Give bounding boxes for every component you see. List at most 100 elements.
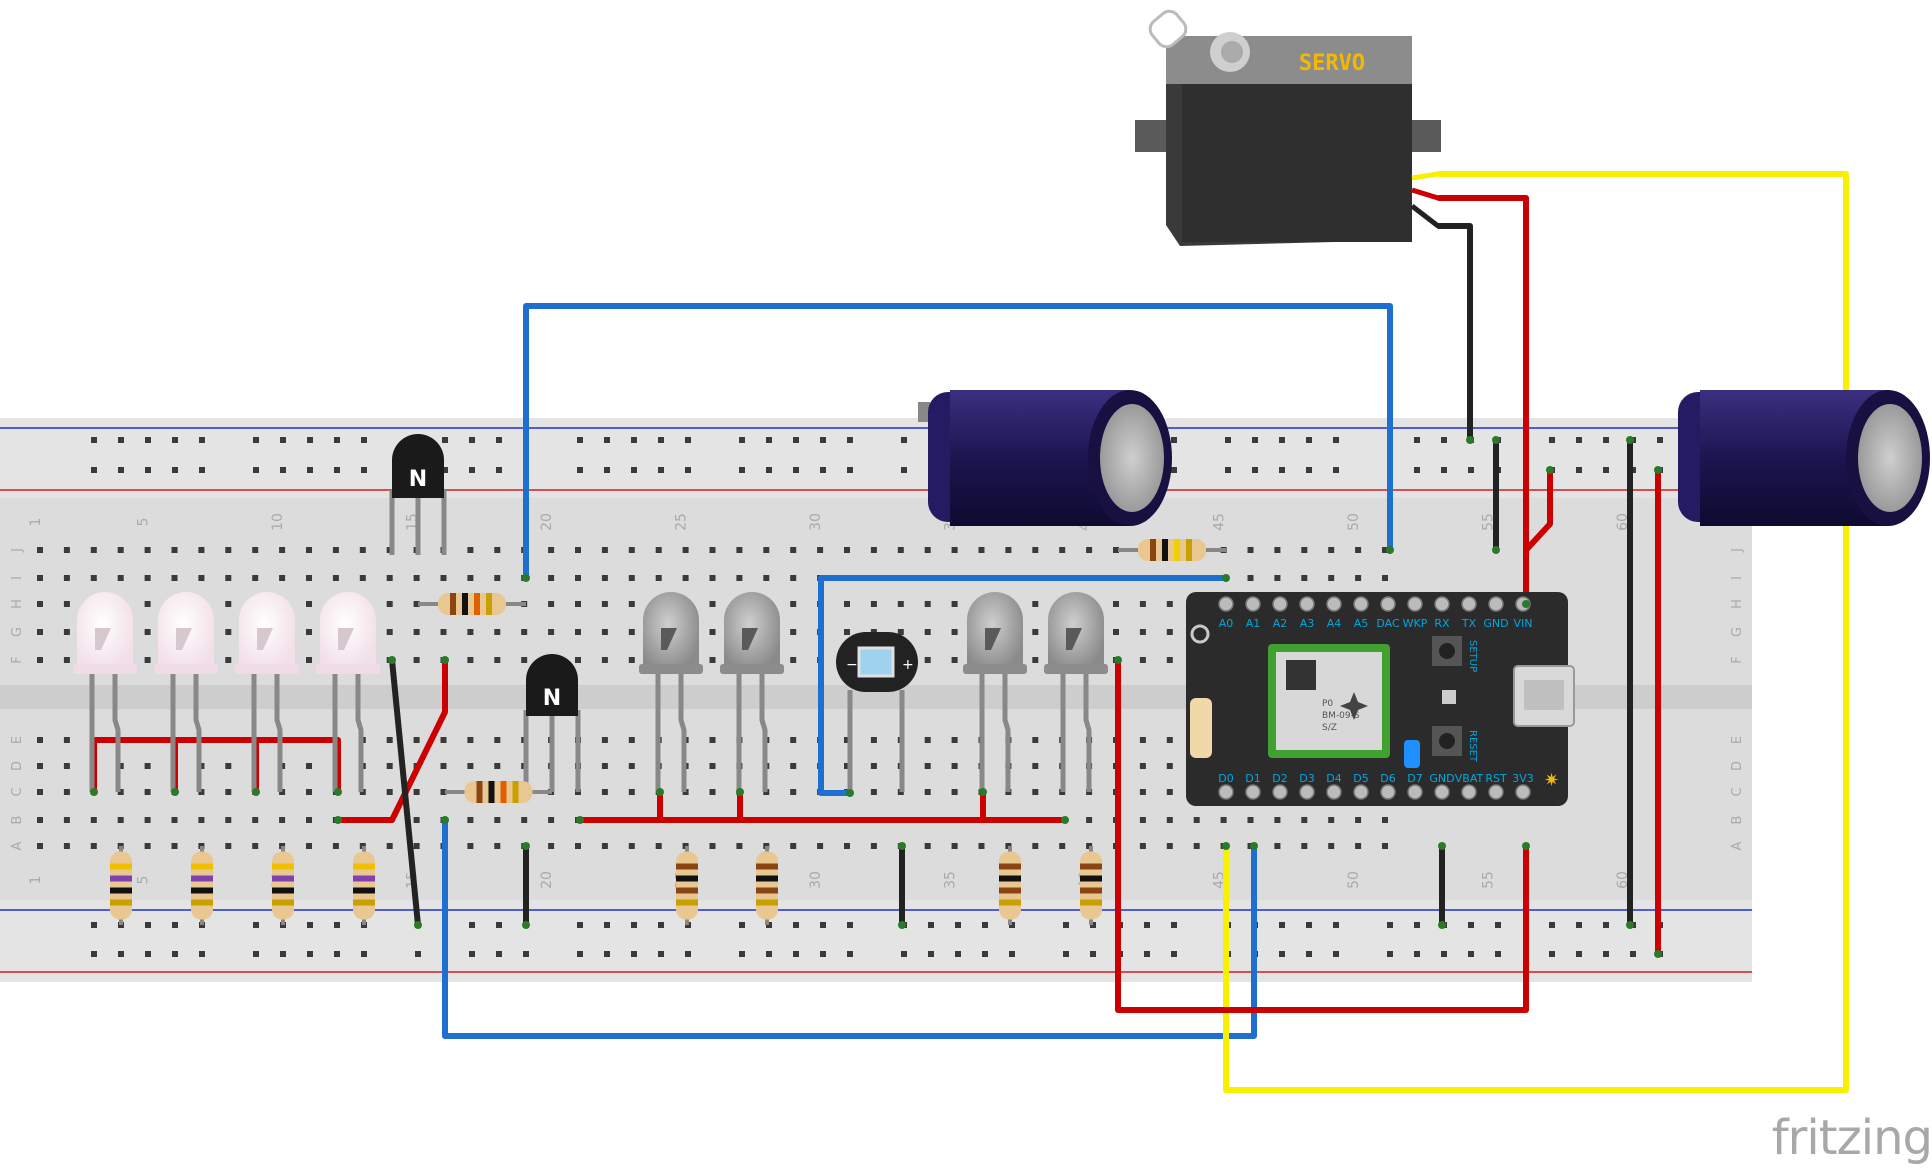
resistor-v-5: [676, 846, 698, 925]
rail-hole: [253, 467, 259, 473]
rail-hole: [928, 922, 934, 928]
hole: [1193, 817, 1200, 823]
setup-button[interactable]: [1439, 643, 1455, 659]
rail-hole: [1576, 437, 1582, 443]
hole: [359, 575, 366, 581]
rail-hole: [1225, 467, 1231, 473]
hole: [279, 575, 286, 581]
wire-end: [1222, 574, 1230, 582]
rail-hole: [496, 437, 502, 443]
rail-hole: [172, 437, 178, 443]
rail-hole: [577, 922, 583, 928]
reset-button[interactable]: [1439, 733, 1455, 749]
hole: [1059, 547, 1066, 553]
rail-hole: [469, 467, 475, 473]
rail-hole: [118, 951, 124, 957]
hole: [601, 657, 608, 663]
rail-hole: [1441, 951, 1447, 957]
reset-label: RESET: [1467, 730, 1478, 763]
hole: [1220, 817, 1227, 823]
column-number: 10: [270, 513, 286, 531]
resistor-band: [353, 899, 375, 906]
hole: [601, 763, 608, 769]
hole: [252, 575, 259, 581]
resistor-body: [1080, 851, 1102, 920]
rail-hole: [91, 437, 97, 443]
hole: [144, 817, 151, 823]
hole: [709, 843, 716, 849]
hole: [790, 843, 797, 849]
resistor-band: [462, 593, 468, 615]
row-letter: D: [1730, 761, 1745, 771]
wire-blue-bottom-loop: [442, 817, 1257, 1039]
hole: [1166, 629, 1173, 635]
wire-end: [1492, 546, 1500, 554]
rail-hole: [631, 437, 637, 443]
hole: [37, 629, 43, 635]
rail-hole: [307, 437, 313, 443]
hole: [413, 789, 420, 795]
rail-hole: [1009, 951, 1015, 957]
hole: [1032, 547, 1039, 553]
hole: [63, 763, 70, 769]
wire-end: [1626, 921, 1634, 929]
rail-hole: [1306, 951, 1312, 957]
photon-pin-label: GND: [1483, 617, 1508, 630]
antenna-chip: [1190, 698, 1212, 758]
led-anvil: [985, 628, 1001, 650]
hole: [386, 763, 393, 769]
led-white-4: [316, 592, 380, 792]
rgb-led: [1442, 690, 1456, 704]
led-rim: [720, 664, 784, 674]
hole: [494, 737, 501, 743]
column-number: 1: [28, 518, 44, 527]
hole: [790, 601, 797, 607]
hole: [413, 629, 420, 635]
rail-hole: [577, 437, 583, 443]
hole: [575, 547, 581, 553]
capacitor-2-top: [1858, 404, 1922, 512]
wire-end: [1114, 656, 1122, 664]
rail-hole: [1306, 437, 1312, 443]
hole: [1166, 817, 1173, 823]
hole: [709, 547, 716, 553]
vertical-resistors: [110, 846, 1102, 925]
capacitor-1-lead: [918, 402, 930, 422]
led-anvil: [742, 628, 758, 650]
hole: [924, 843, 931, 849]
row-letter: I: [1730, 576, 1745, 580]
hole: [90, 575, 97, 581]
rail-hole: [496, 922, 502, 928]
resistor-band: [353, 863, 375, 870]
hole: [117, 817, 124, 823]
hole: [951, 763, 958, 769]
led-white-3: [235, 592, 299, 792]
hole: [117, 575, 124, 581]
hole: [1086, 547, 1093, 553]
hole: [548, 629, 555, 635]
photon-pin: [1380, 596, 1396, 612]
photon-pin: [1326, 784, 1342, 800]
resistor-v-6: [756, 846, 778, 925]
wire-red-servo-power: [1436, 195, 1529, 607]
row-letter: A: [1730, 841, 1745, 850]
horizontal-resistors: [418, 539, 1226, 803]
servo-horn-screw: [1221, 41, 1243, 63]
row-letter: D: [10, 761, 25, 771]
hole: [1301, 547, 1308, 553]
column-number: 30: [808, 513, 824, 531]
hole: [252, 843, 259, 849]
resistor-band: [999, 899, 1021, 906]
resistor-band: [999, 887, 1021, 894]
led-leg: [355, 670, 364, 792]
rail-hole: [307, 467, 313, 473]
rail-hole: [1576, 922, 1582, 928]
rail-hole: [1279, 437, 1285, 443]
hole: [413, 843, 420, 849]
rail-hole: [820, 951, 826, 957]
photon-pin: [1488, 596, 1504, 612]
resistor-body: [438, 593, 506, 615]
